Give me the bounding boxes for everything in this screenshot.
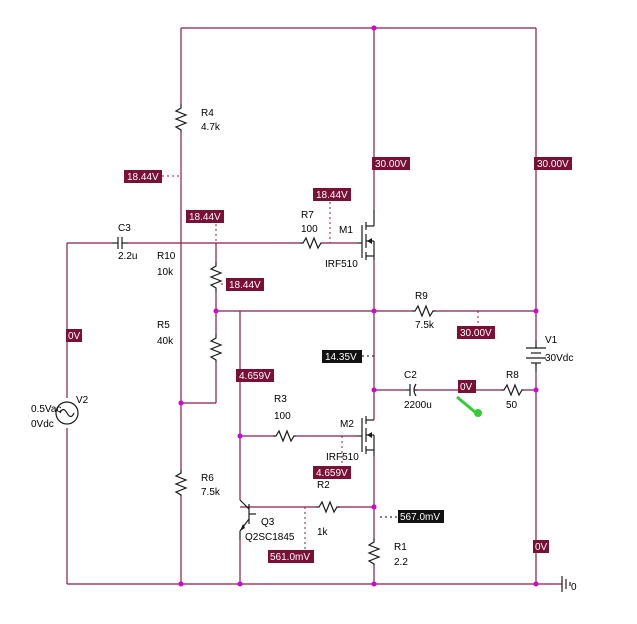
voltage-marker-supply-right[interactable]: 30.00V xyxy=(534,157,572,170)
r10-value: 10k xyxy=(157,267,174,278)
resistor-r4-symbol[interactable] xyxy=(174,104,188,132)
voltage-marker-v1-bottom[interactable]: 0V xyxy=(533,540,549,553)
resistor-r8-symbol[interactable] xyxy=(501,383,524,397)
v1-ref: V1 xyxy=(545,335,558,346)
r3-value: 100 xyxy=(274,411,291,422)
c3-value: 2.2u xyxy=(118,251,137,262)
svg-text:0V: 0V xyxy=(460,382,473,393)
svg-text:0V: 0V xyxy=(68,331,81,342)
r3-ref: R3 xyxy=(274,394,287,405)
voltage-marker-vin-node[interactable]: 0V xyxy=(66,329,82,342)
voltage-marker-m2-gate-left[interactable]: 4.659V xyxy=(236,369,274,382)
resistor-r7-symbol[interactable] xyxy=(300,236,322,250)
m2-ref: M2 xyxy=(340,419,354,430)
m2-value: IRF510 xyxy=(326,452,359,463)
voltage-marker-r4-node[interactable]: 18.44V xyxy=(124,170,162,183)
r7-value: 100 xyxy=(301,224,318,235)
svg-text:18.44V: 18.44V xyxy=(316,190,348,201)
svg-text:18.44V: 18.44V xyxy=(229,280,261,291)
r6-value: 7.5k xyxy=(201,487,221,498)
ground-label: 0 xyxy=(571,582,577,593)
r9-ref: R9 xyxy=(415,291,428,302)
svg-text:30.00V: 30.00V xyxy=(460,328,492,339)
resistor-r9-symbol[interactable] xyxy=(412,304,436,318)
svg-text:18.44V: 18.44V xyxy=(189,212,221,223)
ac-source-v2-symbol[interactable] xyxy=(55,401,79,425)
resistor-r3-symbol[interactable] xyxy=(273,429,296,443)
battery-v1-symbol[interactable] xyxy=(526,340,546,372)
r8-ref: R8 xyxy=(506,370,519,381)
voltage-marker-r10-top[interactable]: 18.44V xyxy=(186,210,224,223)
transistor-q3-symbol[interactable] xyxy=(239,499,256,540)
svg-text:4.659V: 4.659V xyxy=(316,468,348,479)
m1-ref: M1 xyxy=(339,225,353,236)
q3-ref: Q3 xyxy=(261,517,275,528)
resistor-r6-symbol[interactable] xyxy=(174,469,188,496)
r5-value: 40k xyxy=(157,336,174,347)
r10-ref: R10 xyxy=(157,251,176,262)
r2-value: 1k xyxy=(317,527,329,538)
voltage-marker-m1-drain[interactable]: 30.00V xyxy=(372,157,410,170)
r6-ref: R6 xyxy=(201,473,214,484)
svg-text:567.0mV: 567.0mV xyxy=(400,512,440,523)
voltage-marker-r9-node[interactable]: 30.00V xyxy=(457,326,495,339)
svg-text:30.00V: 30.00V xyxy=(375,159,407,170)
probe-icon[interactable] xyxy=(456,395,482,417)
voltage-marker-r10-right[interactable]: 18.44V xyxy=(226,278,264,291)
r4-value: 4.7k xyxy=(201,122,221,133)
q3-value: Q2SC1845 xyxy=(245,532,295,543)
m1-value: IRF510 xyxy=(325,259,358,270)
resistor-r5-symbol[interactable] xyxy=(209,334,223,362)
svg-text:14.35V: 14.35V xyxy=(325,352,357,363)
voltage-marker-c2-right[interactable]: 0V xyxy=(458,380,476,393)
resistor-r10-symbol[interactable] xyxy=(209,262,223,292)
resistor-r1-symbol[interactable] xyxy=(367,538,381,566)
voltage-marker-m1-gate[interactable]: 18.44V xyxy=(313,188,351,201)
capacitor-c2-symbol[interactable] xyxy=(406,383,418,397)
r1-ref: R1 xyxy=(394,542,407,553)
svg-text:18.44V: 18.44V xyxy=(127,172,159,183)
mosfet-m1-symbol[interactable] xyxy=(357,210,375,260)
c2-value: 2200u xyxy=(404,400,432,411)
voltage-marker-q3-base[interactable]: 561.0mV xyxy=(268,550,314,563)
ground-icon xyxy=(561,576,571,592)
svg-text:4.659V: 4.659V xyxy=(239,371,271,382)
v2-value-ac: 0.5Vac xyxy=(31,404,61,415)
voltage-marker-midpoint[interactable]: 14.35V xyxy=(322,350,362,363)
component-labels: R4 4.7k C3 2.2u R10 10k R5 40k R6 7.5k R… xyxy=(31,108,577,593)
r2-ref: R2 xyxy=(317,480,330,491)
capacitor-c3-symbol[interactable] xyxy=(112,237,128,249)
voltage-marker-r1-top[interactable]: 567.0mV xyxy=(398,510,444,523)
r7-ref: R7 xyxy=(301,210,314,221)
v2-ref: V2 xyxy=(76,395,89,406)
svg-text:30.00V: 30.00V xyxy=(537,159,569,170)
resistor-r2-symbol[interactable] xyxy=(316,500,340,514)
r5-ref: R5 xyxy=(157,320,170,331)
svg-text:0V: 0V xyxy=(535,542,548,553)
r9-value: 7.5k xyxy=(415,320,435,331)
wires xyxy=(66,27,562,585)
junction-dots xyxy=(178,25,539,587)
r1-value: 2.2 xyxy=(394,557,408,568)
c3-ref: C3 xyxy=(118,223,131,234)
svg-text:561.0mV: 561.0mV xyxy=(270,552,310,563)
v2-value-dc: 0Vdc xyxy=(31,419,54,430)
mosfet-m2-symbol[interactable] xyxy=(357,416,375,456)
voltage-marker-m2-gate[interactable]: 4.659V xyxy=(313,466,351,479)
v1-value: 30Vdc xyxy=(545,353,573,364)
c2-ref: C2 xyxy=(404,370,417,381)
marker-leaders xyxy=(162,175,479,550)
r8-value: 50 xyxy=(506,400,518,411)
r4-ref: R4 xyxy=(201,108,214,119)
